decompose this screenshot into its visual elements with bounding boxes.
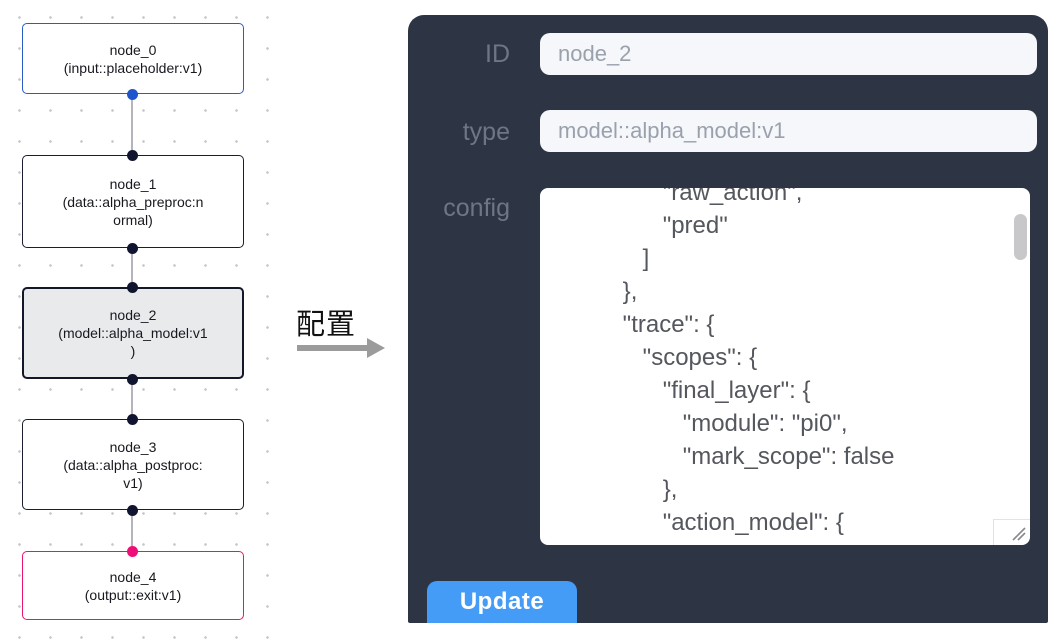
- id-input[interactable]: node_2: [540, 33, 1037, 75]
- node-type-label: (input::placeholder:v1): [63, 59, 203, 76]
- flow-node-node_2-selected[interactable]: node_2 (model::alpha_model:v1 ): [22, 287, 244, 379]
- target-handle-node_1[interactable]: [127, 150, 138, 161]
- right-arrow-icon: [297, 338, 387, 358]
- target-handle-node_4[interactable]: [127, 546, 138, 557]
- node-type-label: v1): [123, 474, 143, 491]
- scrollbar-corner-line: [993, 519, 1030, 520]
- node-type-label: (output::exit:v1): [84, 586, 182, 603]
- flow-canvas[interactable]: node_0 (input::placeholder:v1) node_1 (d…: [0, 0, 278, 643]
- source-handle-node_1[interactable]: [127, 243, 138, 254]
- config-region-background: ID node_2 type model::alpha_model:v1 con…: [392, 0, 1062, 627]
- edge-node1-node2: [131, 248, 133, 287]
- node-title: node_4: [109, 568, 157, 585]
- node-title: node_1: [109, 175, 157, 192]
- config-textarea[interactable]: "raw_action", "pred" ] }, "trace": { "sc…: [540, 188, 1030, 545]
- update-button[interactable]: Update: [427, 581, 577, 623]
- source-handle-node_3[interactable]: [127, 505, 138, 516]
- edge-node2-node3: [131, 379, 133, 419]
- node-type-label: ormal): [113, 211, 153, 228]
- config-annotation-text: 配置: [296, 309, 357, 341]
- type-field-label: type: [462, 118, 510, 146]
- edge-node3-node4: [131, 510, 133, 551]
- config-field-label: config: [443, 194, 510, 222]
- flow-node-node_3[interactable]: node_3 (data::alpha_postproc: v1): [22, 419, 244, 510]
- edge-node0-node1: [131, 94, 133, 155]
- resize-grip-icon[interactable]: [1009, 524, 1027, 542]
- source-handle-node_2[interactable]: [127, 374, 138, 385]
- target-handle-node_3[interactable]: [127, 414, 138, 425]
- node-title: node_3: [109, 438, 157, 455]
- source-handle-node_0[interactable]: [127, 89, 138, 100]
- node-type-label: (data::alpha_postproc:: [63, 456, 203, 473]
- config-json-text: "raw_action", "pred" ] }, "trace": { "sc…: [556, 188, 895, 536]
- flow-node-node_1[interactable]: node_1 (data::alpha_preproc:n ormal): [22, 155, 244, 248]
- node-type-label: (model::alpha_model:v1: [58, 325, 208, 341]
- id-field-label: ID: [485, 40, 510, 68]
- scrollbar-corner-line: [993, 519, 994, 545]
- target-handle-node_2[interactable]: [127, 282, 138, 293]
- node-title: node_2: [109, 307, 157, 323]
- node-title: node_0: [109, 41, 157, 58]
- type-input[interactable]: model::alpha_model:v1: [540, 110, 1037, 152]
- node-type-label: (data::alpha_preproc:n: [62, 193, 204, 210]
- flow-node-node_4[interactable]: node_4 (output::exit:v1): [22, 551, 244, 620]
- node-config-panel: ID node_2 type model::alpha_model:v1 con…: [408, 15, 1048, 623]
- node-type-label: ): [130, 343, 136, 359]
- flow-node-node_0[interactable]: node_0 (input::placeholder:v1): [22, 23, 244, 94]
- vertical-scrollbar-thumb[interactable]: [1014, 214, 1027, 260]
